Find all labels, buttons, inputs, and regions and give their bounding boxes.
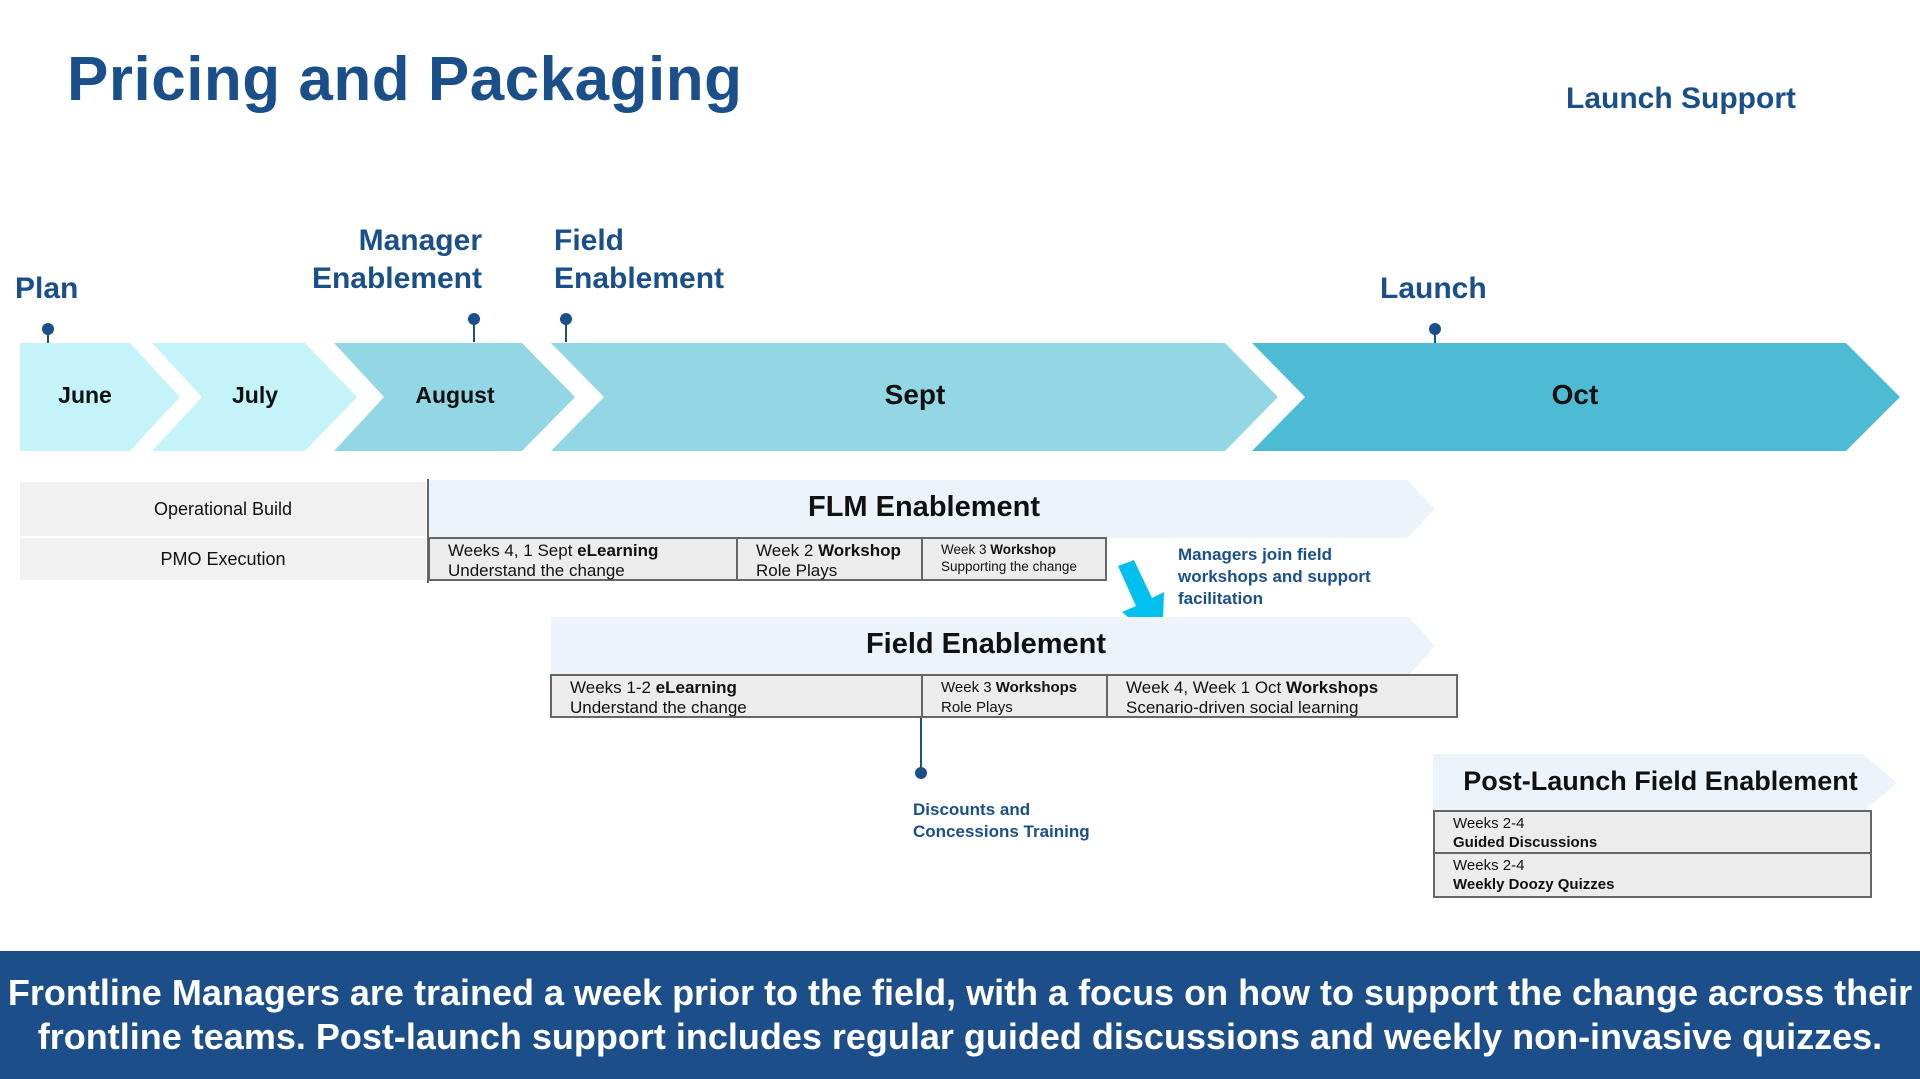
post-launch-row-quizzes: Weeks 2-4 Weekly Doozy Quizzes [1433, 852, 1872, 898]
post-launch-row-2-line2: Weekly Doozy Quizzes [1453, 876, 1615, 893]
managers-join-note-line2: workshops and support [1178, 567, 1371, 586]
flm-cell-2-line1: Week 2 [756, 541, 819, 560]
field-cell-workshops-3: Week 3 Workshops Role Plays [921, 674, 1108, 718]
month-label-oct: Oct [1551, 379, 1599, 410]
discounts-pin-line [920, 718, 922, 770]
field-banner-shape [551, 617, 1435, 675]
post-launch-banner-shape [1433, 754, 1897, 812]
post-launch-row-2-line1: Weeks 2-4 [1453, 857, 1525, 874]
managers-join-note: Managers join field workshops and suppor… [1178, 544, 1371, 610]
discounts-note-line1: Discounts and [913, 800, 1031, 819]
managers-join-note-line3: facilitation [1178, 589, 1264, 608]
month-chevron-sept [551, 343, 1278, 451]
flm-cell-1-line1: Weeks 4, 1 Sept [448, 541, 578, 560]
field-cell-3-line1: Week 4, Week 1 Oct [1126, 678, 1286, 697]
milestone-launch-pin-line [1434, 330, 1436, 354]
summary-footer-line1: Frontline Managers are trained a week pr… [7, 972, 1913, 1013]
field-cell-2-bold: Workshops [995, 679, 1078, 696]
month-label-june: June [58, 382, 112, 408]
flm-cell-3-bold: Workshop [990, 542, 1057, 557]
milestone-field-pin [560, 313, 572, 325]
discounts-pin [915, 767, 927, 779]
month-chevron-june [20, 343, 180, 451]
flm-cell-2-line2: Role Plays [756, 561, 838, 580]
field-cell-2-line2: Role Plays [941, 699, 1013, 716]
pmo-execution-cell: PMO Execution [20, 538, 426, 580]
post-launch-row-1-line1: Weeks 2-4 [1453, 815, 1525, 832]
month-chevron-oct [1252, 343, 1900, 451]
milestone-manager-pin [468, 313, 480, 325]
discounts-note-line2: Concessions Training [913, 822, 1090, 841]
operational-build-cell: Operational Build [20, 482, 426, 536]
milestone-manager-enablement-line1: Manager [358, 224, 482, 257]
field-cell-3-line2: Scenario-driven social learning [1126, 698, 1359, 717]
month-chevron-august [334, 343, 575, 451]
page-subtitle: Launch Support [1566, 82, 1796, 115]
milestone-plan: Plan [15, 272, 79, 305]
month-label-august: August [415, 382, 495, 408]
flm-cell-1-line2: Understand the change [448, 561, 625, 580]
summary-footer-line2: frontline teams. Post-launch support inc… [37, 1016, 1883, 1057]
month-label-july: July [231, 382, 279, 408]
managers-join-note-line1: Managers join field [1178, 545, 1332, 564]
flm-cell-1-bold: eLearning [577, 541, 659, 560]
summary-footer: Frontline Managers are trained a week pr… [0, 951, 1920, 1079]
flm-cell-workshop-3: Week 3 Workshop Supporting the change [921, 537, 1107, 581]
milestone-field-enablement: Field Enablement [554, 222, 724, 298]
milestone-field-enablement-line1: Field [554, 224, 625, 257]
field-cell-2-line1: Week 3 [941, 679, 996, 696]
milestone-launch: Launch [1380, 272, 1487, 305]
field-cell-3-bold: Workshops [1286, 678, 1379, 697]
month-timeline [20, 343, 1900, 451]
flm-cell-3-line1: Week 3 [941, 542, 991, 557]
milestone-manager-pin-line [473, 320, 475, 342]
field-cell-1-line2: Understand the change [570, 698, 747, 717]
flm-banner-title: FLM Enablement [807, 491, 1040, 523]
flm-cell-2-bold: Workshop [818, 541, 901, 560]
operational-divider [427, 479, 429, 583]
discounts-note: Discounts and Concessions Training [913, 799, 1090, 843]
flm-cell-3-line2: Supporting the change [941, 559, 1077, 574]
field-cell-elearning: Weeks 1-2 eLearning Understand the chang… [550, 674, 923, 718]
milestone-field-pin-line [565, 320, 567, 342]
milestone-plan-pin-line [47, 330, 49, 354]
flm-banner-shape [429, 480, 1435, 538]
post-launch-row-1-line2: Guided Discussions [1453, 834, 1598, 851]
post-launch-banner-title: Post-Launch Field Enablement [1463, 766, 1858, 796]
milestone-field-enablement-line2: Enablement [554, 262, 725, 295]
month-label-sept: Sept [884, 379, 946, 410]
field-cell-1-line1: Weeks 1-2 [570, 678, 656, 697]
flm-cell-workshop-2: Week 2 Workshop Role Plays [736, 537, 923, 581]
flm-cell-elearning: Weeks 4, 1 Sept eLearning Understand the… [428, 537, 738, 581]
milestone-manager-enablement: Manager Enablement [282, 222, 482, 298]
post-launch-row-guided: Weeks 2-4 Guided Discussions [1433, 810, 1872, 854]
milestone-launch-pin [1429, 323, 1441, 335]
milestone-plan-pin [42, 323, 54, 335]
month-chevron-july [152, 343, 357, 451]
field-banner-title: Field Enablement [865, 628, 1107, 660]
field-cell-workshops-4: Week 4, Week 1 Oct Workshops Scenario-dr… [1106, 674, 1458, 718]
field-cell-1-bold: eLearning [655, 678, 737, 697]
milestone-manager-enablement-line2: Enablement [311, 262, 482, 295]
page-title: Pricing and Packaging [67, 45, 743, 114]
